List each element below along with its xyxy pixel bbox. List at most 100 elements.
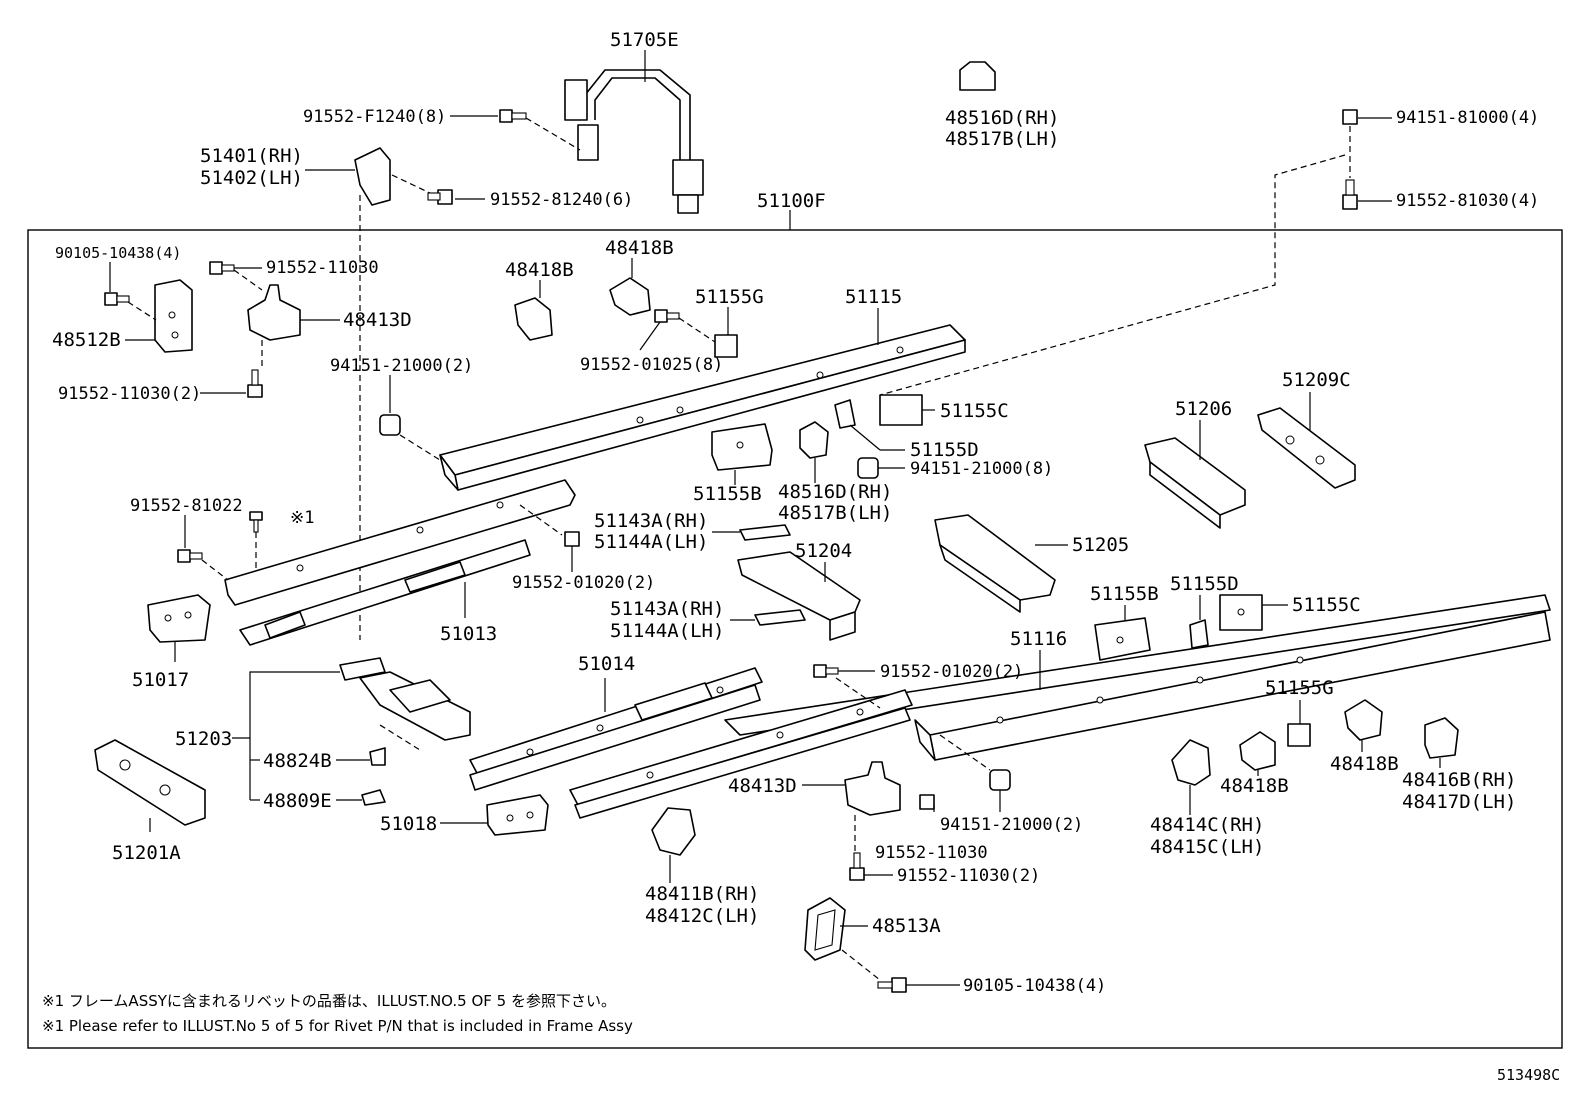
part-51115 [439, 324, 966, 491]
part-51018 [486, 794, 549, 836]
label-48809E: 48809E [263, 790, 332, 812]
label-51155C-top: 51155C [940, 400, 1009, 422]
bolt-91552-01020-a [564, 531, 580, 547]
label-51018: 51018 [380, 813, 437, 835]
label-90105-10438-bot: 90105-10438(4) [963, 976, 1106, 996]
part-48413D-mid [844, 761, 901, 816]
rivet-note-1 [249, 511, 263, 533]
part-48824B [369, 747, 386, 766]
frame-assy-box [27, 229, 1563, 1049]
label-94151-21000-8: 94151-21000(8) [910, 459, 1053, 479]
label-48412C: 48412C(LH) [645, 905, 759, 927]
label-51204: 51204 [795, 540, 852, 562]
part-48516D-top [959, 61, 996, 91]
label-48413D-mid: 48413D [728, 775, 797, 797]
label-91552-F1240: 91552-F1240(8) [303, 107, 446, 127]
label-51205: 51205 [1072, 534, 1129, 556]
nut-94151-21000-8 [857, 457, 879, 479]
label-91552-11030-mid: 91552-11030 [875, 843, 988, 863]
label-51155D-top: 51155D [910, 439, 979, 461]
part-51205 [934, 514, 1056, 613]
label-48416B: 48416B(RH) [1402, 769, 1516, 791]
label-51116: 51116 [1010, 628, 1067, 650]
part-51155B-mid [1094, 617, 1151, 661]
label-51143A-b: 51143A(RH) [610, 598, 724, 620]
part-51203 [339, 657, 471, 741]
part-48416B [1424, 717, 1459, 759]
bolt-90105-10438-top [104, 292, 130, 306]
label-91552-11030-2-top: 91552-11030(2) [58, 384, 201, 404]
part-48516D-mid [799, 421, 829, 459]
bolt-91552-F1240 [499, 109, 527, 123]
label-51100F: 51100F [757, 190, 826, 212]
part-rail-upper-left [224, 479, 576, 606]
footnote-jp: ※1 フレームASSYに含まれるリベットの品番は、ILLUST.NO.5 OF … [42, 992, 616, 1010]
label-48824B: 48824B [263, 750, 332, 772]
part-51206 [1144, 437, 1246, 529]
part-51201A [94, 739, 206, 826]
label-48418B-d: 48418B [1330, 753, 1399, 775]
part-48414C [1171, 739, 1211, 786]
label-48512B: 48512B [52, 329, 121, 351]
label-51206: 51206 [1175, 398, 1232, 420]
label-51705E: 51705E [610, 29, 679, 51]
part-51155G-mid [1287, 723, 1311, 747]
label-51115: 51115 [845, 286, 902, 308]
label-48415C: 48415C(LH) [1150, 836, 1264, 858]
part-51155C-top [879, 394, 923, 426]
label-51155G-mid: 51155G [1265, 677, 1334, 699]
label-note-mark: ※1 [290, 508, 314, 528]
part-48418B-b [609, 277, 651, 316]
label-51143A-a: 51143A(RH) [594, 510, 708, 532]
label-51401: 51401(RH) [200, 145, 303, 167]
label-51014: 51014 [578, 653, 635, 675]
part-51155C-mid [1219, 594, 1263, 631]
label-48513A: 48513A [872, 915, 941, 937]
label-48516D-top: 48516D(RH) [945, 107, 1059, 129]
label-94151-21000-a: 94151-21000(2) [330, 356, 473, 376]
bolt-91552-81240 [427, 189, 453, 205]
label-48516D-mid: 48516D(RH) [778, 481, 892, 503]
illustration-code: 513498C [1497, 1066, 1560, 1084]
label-91552-81030: 91552-81030(4) [1396, 191, 1539, 211]
part-rail-lower [569, 689, 913, 819]
part-51013 [239, 539, 531, 646]
part-51155D-mid [1189, 619, 1209, 649]
nut-94151-21000-b [989, 769, 1011, 791]
label-48418B-a: 48418B [505, 259, 574, 281]
part-51143A-a [739, 524, 791, 541]
part-48513A [804, 897, 846, 961]
bolt-91552-81022 [177, 549, 203, 563]
callout-labels: 51705E 91552-F1240(8) 48516D(RH) 48517B(… [52, 29, 1539, 996]
bolt-91552-11030-top [209, 261, 235, 275]
label-48418B-b: 48418B [605, 237, 674, 259]
label-48417D: 48417D(LH) [1402, 791, 1516, 813]
label-91552-81022: 91552-81022 [130, 496, 243, 516]
part-51204 [737, 551, 861, 641]
label-48411B: 48411B(RH) [645, 883, 759, 905]
label-48517B-mid: 48517B(LH) [778, 502, 892, 524]
footnote-en: ※1 Please refer to ILLUST.No 5 of 5 for … [42, 1017, 633, 1035]
label-91552-11030-top: 91552-11030 [266, 258, 379, 278]
label-51155B-top: 51155B [693, 483, 762, 505]
part-48809E [361, 789, 386, 806]
part-48512B [154, 279, 193, 353]
nut-94151-21000-a [379, 414, 401, 436]
label-48413D-top: 48413D [343, 309, 412, 331]
part-51017 [147, 594, 211, 643]
bolt-91552-11030-2-top [247, 369, 263, 398]
part-48418B-a [514, 297, 553, 341]
label-51155G-top: 51155G [695, 286, 764, 308]
label-91552-11030-2-mid: 91552-11030(2) [897, 866, 1040, 886]
part-51155B-top [711, 423, 773, 471]
bolt-91552-01020-b [813, 664, 839, 678]
label-94151-81000: 94151-81000(4) [1396, 108, 1539, 128]
label-91552-81240: 91552-81240(6) [490, 190, 633, 210]
part-48418B-c [1239, 731, 1276, 771]
part-51014 [469, 667, 763, 791]
part-51116 [724, 594, 1551, 761]
label-51201A: 51201A [112, 842, 181, 864]
label-51017: 51017 [132, 669, 189, 691]
bolt-94151-81000 [1342, 109, 1358, 125]
